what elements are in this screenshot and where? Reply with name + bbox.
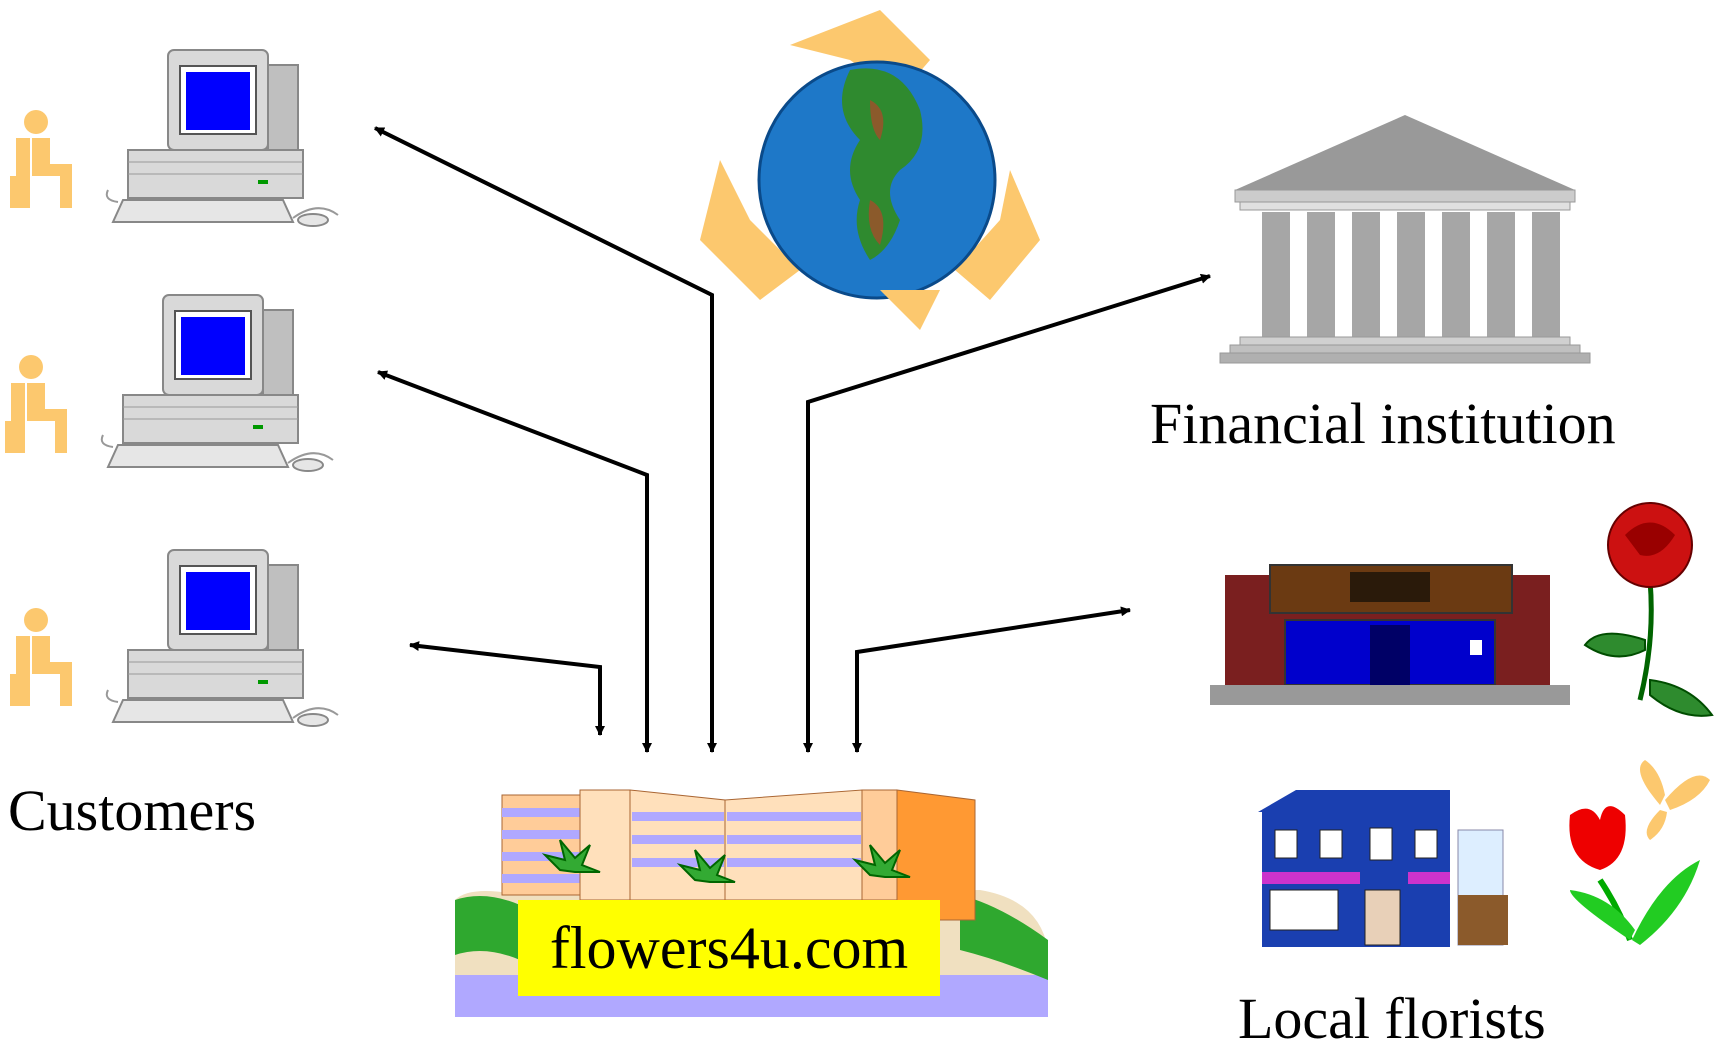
site-name-label: flowers4u.com <box>518 900 940 996</box>
desktop-computer-icon <box>105 49 339 227</box>
customer-3 <box>10 549 339 727</box>
customers-label: Customers <box>8 778 257 843</box>
butterfly-icon <box>1640 760 1710 840</box>
financial-institution-label: Financial institution <box>1150 391 1616 456</box>
bank-building-icon <box>1219 115 1591 364</box>
local-florists-label: Local florists <box>1238 986 1546 1051</box>
tulip-icon <box>1569 806 1700 945</box>
person-seated-icon <box>10 110 72 208</box>
arrow-hub-to-customer-2 <box>377 370 649 752</box>
arrow-hub-to-florist <box>855 606 1131 752</box>
storefront-icon <box>1210 564 1570 705</box>
arrows <box>374 126 1211 753</box>
person-seated-icon <box>10 608 72 706</box>
arrow-hub-to-bank <box>806 273 1211 752</box>
arrow-hub-to-customer-1 <box>374 126 714 752</box>
customer-2 <box>5 294 334 472</box>
desktop-computer-icon <box>105 549 339 727</box>
person-seated-icon <box>5 355 67 453</box>
customer-1 <box>10 49 339 227</box>
florist-shop-icon <box>1258 790 1508 947</box>
desktop-computer-icon <box>100 294 334 472</box>
rose-icon <box>1583 502 1714 717</box>
arrow-hub-to-customer-3 <box>409 641 602 735</box>
globe-recycle-icon <box>700 10 1040 330</box>
